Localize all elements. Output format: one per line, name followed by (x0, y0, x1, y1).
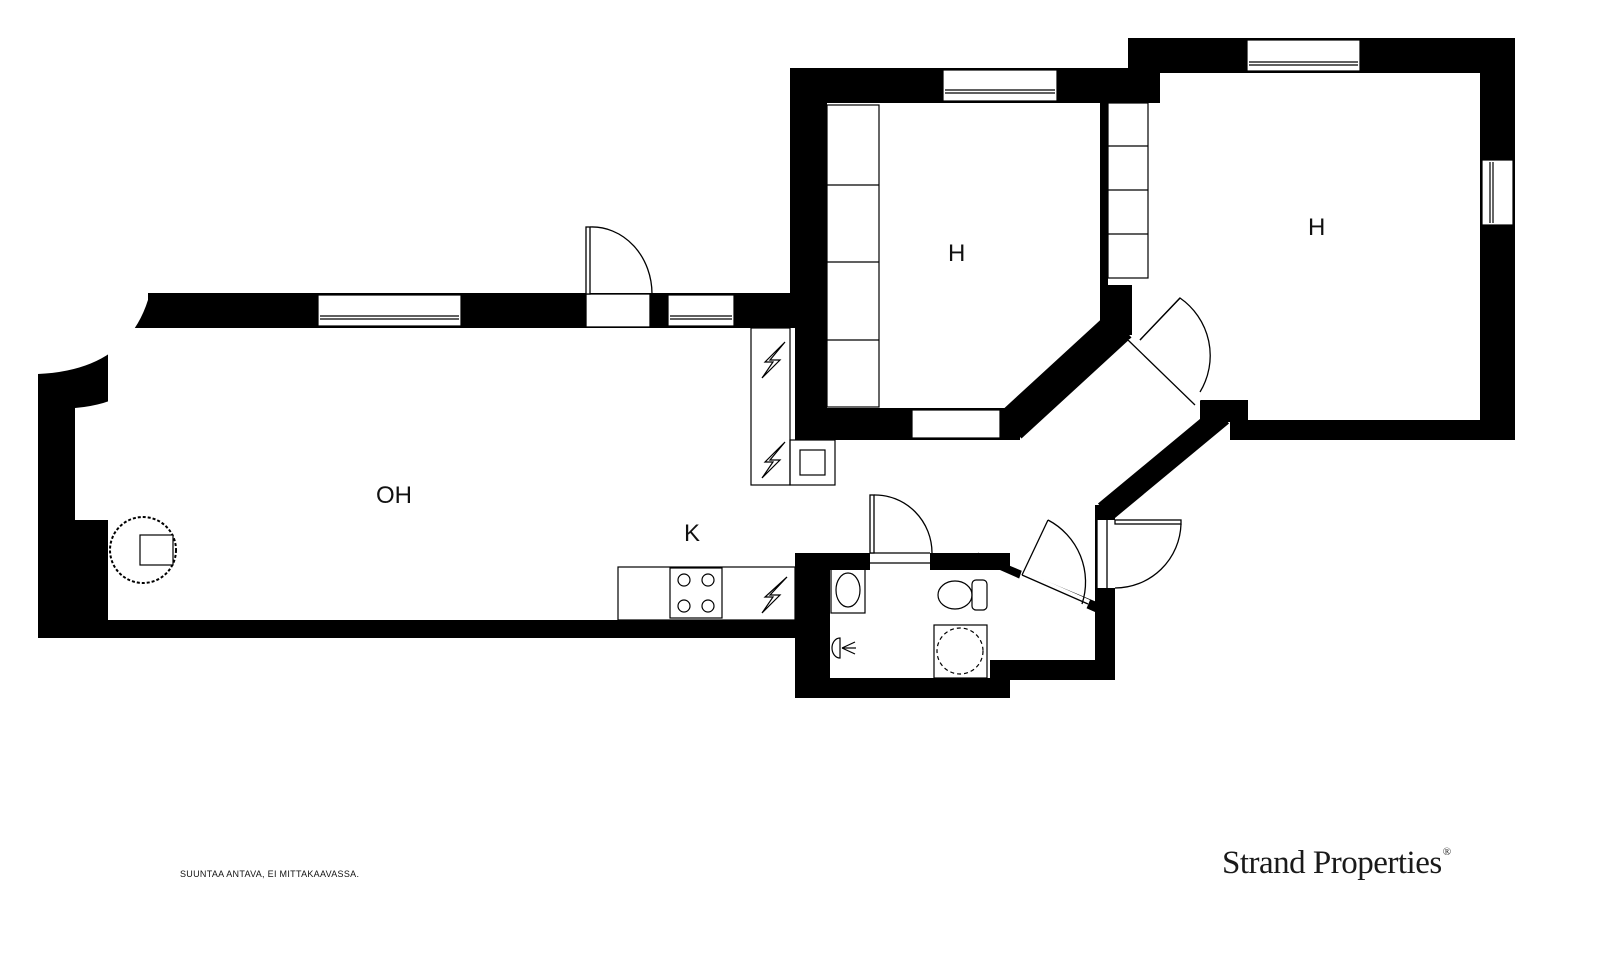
door-opening (585, 293, 651, 328)
room-label-h2: H (1308, 214, 1326, 241)
window (667, 294, 735, 327)
chimney-block (75, 520, 108, 620)
scale-disclaimer: SUUNTAA ANTAVA, EI MITTAKAAVASSA. (180, 869, 360, 879)
wall-h1-diagonal (998, 312, 1132, 439)
window (1481, 159, 1514, 226)
fixtures (109, 102, 1149, 679)
wall-h2-bottom (1230, 420, 1515, 440)
window (911, 409, 1001, 439)
kitchen-counter-upper (750, 327, 791, 486)
room-label-oh: OH (376, 482, 412, 509)
wall-oh-bottom (38, 620, 810, 638)
wall-h2-right (1480, 38, 1515, 440)
wall-h1-right-upper (1100, 103, 1108, 285)
room-label-k: K (684, 520, 701, 547)
brand-name: Strand Properties (1222, 845, 1442, 881)
wall-corridor-diagonal (1097, 406, 1230, 521)
sink-icon (830, 567, 866, 614)
fridge-icon (799, 449, 826, 476)
electric-icon (761, 341, 786, 379)
wall-oh-left (38, 374, 75, 638)
room-label-h1: H (948, 240, 966, 267)
kitchen-counter (617, 566, 796, 621)
registered-mark: ® (1442, 846, 1451, 858)
electric-icon (761, 441, 786, 479)
door-opening (870, 553, 930, 570)
stove-icon (669, 567, 723, 619)
shower-area (933, 624, 988, 679)
wall-h1-right (1100, 285, 1132, 335)
brand-logo: Strand Properties® (1222, 845, 1451, 882)
wall-storage-bottom (990, 660, 1115, 680)
door-opening (1128, 330, 1210, 405)
window (317, 294, 462, 327)
door-opening (1097, 520, 1115, 588)
shower-icon (831, 637, 841, 659)
windows (317, 39, 1514, 439)
window (1246, 39, 1361, 72)
kitchen-counter-corner (789, 439, 836, 486)
doors (585, 226, 1211, 612)
window (942, 69, 1058, 102)
room-fills (75, 328, 1095, 678)
wall-h1-left (790, 68, 827, 440)
wardrobe (826, 104, 880, 408)
electric-icon (761, 576, 788, 614)
